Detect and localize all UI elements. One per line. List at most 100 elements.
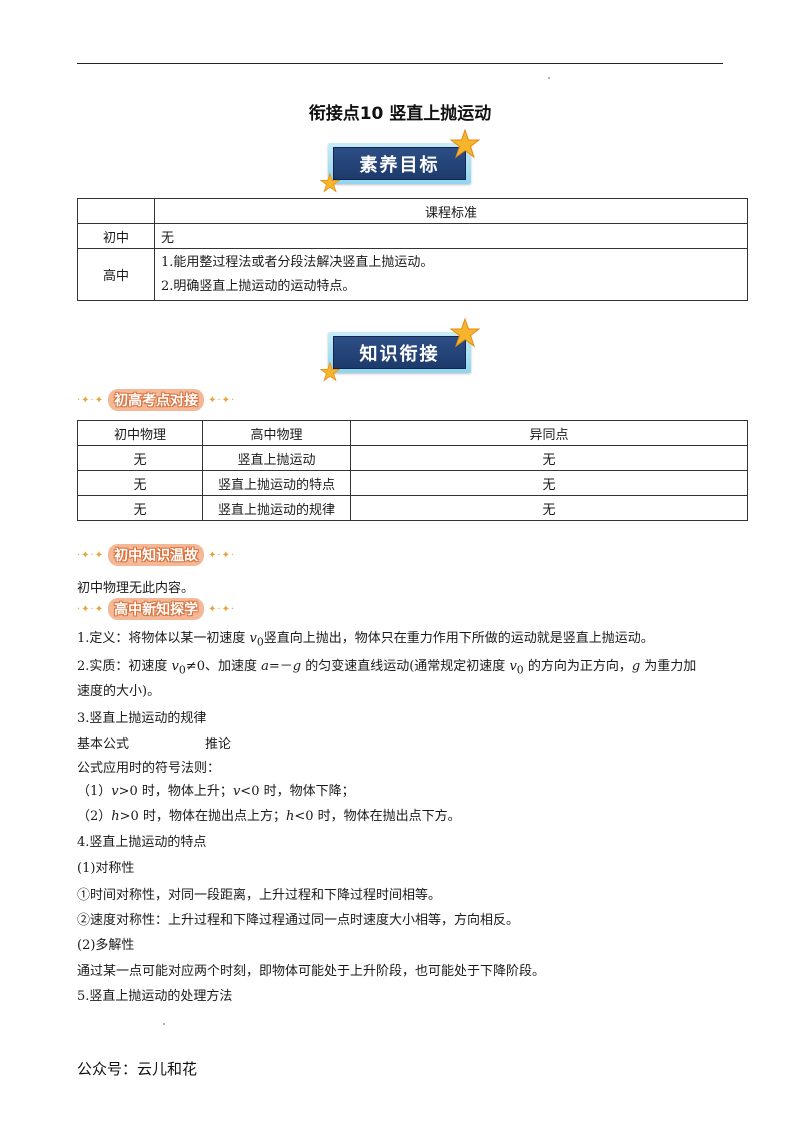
table-row: 高中 1.能用整过程法或者分段法解决竖直上抛运动。 2.明确竖直上抛运动的运动特… xyxy=(77,248,748,301)
rule-2: （2）h>0 时，物体在抛出点上方；h<0 时，物体在抛出点下方。 xyxy=(77,805,461,824)
header-cell: 初中物理 xyxy=(77,420,203,446)
text-run: >0 时，物体在抛出点上方； xyxy=(119,809,286,824)
sparkle-icon: ✦·✦· xyxy=(208,549,236,561)
standard-text: 1.能用整过程法或者分段法解决竖直上抛运动。 xyxy=(161,254,434,270)
goals-banner: 素养目标 xyxy=(320,129,480,193)
header-cell: 异同点 xyxy=(350,420,748,446)
table-cell: 竖直上抛运动的规律 xyxy=(202,495,351,521)
knowledge-banner: 知识衔接 xyxy=(320,318,480,382)
table-cell: 竖直上抛运动的特点 xyxy=(202,470,351,496)
standards-header: 课程标准 xyxy=(154,198,748,224)
multi-solution-text: 通过某一点可能对应两个时刻，即物体可能处于上升阶段，也可能处于下降阶段。 xyxy=(77,964,546,979)
sparkle-icon: ·✦·✦ xyxy=(77,603,105,615)
junior-text: 初中物理无此内容。 xyxy=(77,581,195,596)
section-heading-exam-points: ·✦·✦ 初高考点对接 ✦·✦· xyxy=(77,389,235,411)
text-run: 1.定义：将物体以某一初速度 xyxy=(77,631,250,646)
table-cell: 无 xyxy=(350,445,748,471)
standards-table: 课程标准 初中 无 高中 1.能用整过程法或者分段法解决竖直上抛运动。 2.明确… xyxy=(77,198,748,301)
scan-dot xyxy=(548,77,550,79)
section-label: 高中新知探学 xyxy=(108,598,205,620)
banner-inner: 素养目标 xyxy=(333,147,466,180)
text-run: <0 时，物体在抛出点下方。 xyxy=(294,809,461,824)
sparkle-icon: ✦·✦· xyxy=(208,394,236,406)
method-title: 5.竖直上抛运动的处理方法 xyxy=(77,989,233,1004)
table-row: 初中 无 xyxy=(77,223,748,249)
star-icon xyxy=(450,129,480,159)
star-icon xyxy=(450,318,480,348)
compare-table: 初中物理 高中物理 异同点 无 竖直上抛运动 无 无 竖直上抛运动的特点 无 无… xyxy=(77,420,748,521)
symmetry-speed: ②速度对称性：上升过程和下降过程通过同一点时速度大小相等，方向相反。 xyxy=(77,913,520,928)
math-var: v xyxy=(111,784,119,799)
sparkle-icon: ✦·✦· xyxy=(208,603,236,615)
math-var: h xyxy=(285,809,295,824)
section-label: 初中知识温故 xyxy=(108,544,205,566)
table-cell: 无 xyxy=(77,470,203,496)
math-sub: 0 xyxy=(178,663,186,677)
text-run: 竖直向上抛出，物体只在重力作用下所做的运动就是竖直上抛运动。 xyxy=(263,631,654,646)
multi-solution-heading: (2)多解性 xyxy=(77,938,135,953)
math-var: v xyxy=(171,659,179,674)
banner-inner: 知识衔接 xyxy=(333,336,466,369)
sparkle-icon: ·✦·✦ xyxy=(77,549,105,561)
sparkle-icon: ·✦·✦ xyxy=(77,394,105,406)
table-row: 课程标准 xyxy=(77,198,748,224)
standard-text: 2.明确竖直上抛运动的运动特点。 xyxy=(161,278,356,294)
table-row: 无 竖直上抛运动 无 xyxy=(77,445,748,471)
math-var: v xyxy=(249,631,257,646)
table-row: 无 竖直上抛运动的特点 无 xyxy=(77,470,748,496)
text-run: ≠0、加速度 xyxy=(185,659,262,674)
scan-dot xyxy=(163,1023,165,1025)
text-run: >0 时，物体上升； xyxy=(118,784,233,799)
basic-formula-label: 基本公式 xyxy=(77,737,130,752)
law-title: 3.竖直上抛运动的规律 xyxy=(77,711,207,726)
math-var: g xyxy=(631,659,641,674)
star-icon xyxy=(320,362,340,382)
text-run: 为重力加 xyxy=(640,659,697,674)
definition-line: 1.定义：将物体以某一初速度 v0竖直向上抛出，物体只在重力作用下所做的运动就是… xyxy=(77,627,654,649)
top-rule xyxy=(77,63,723,64)
table-cell: 竖直上抛运动 xyxy=(202,445,351,471)
text-run: （1） xyxy=(77,784,112,799)
goals-banner-label: 素养目标 xyxy=(359,154,440,176)
text-run: <0 时，物体下降； xyxy=(240,784,355,799)
math-var: v xyxy=(232,784,241,799)
knowledge-banner-label: 知识衔接 xyxy=(359,343,440,365)
text-run: 2.实质：初速度 xyxy=(77,659,172,674)
text-run: 的方向为正方向， xyxy=(523,659,632,674)
table-row: 无 竖直上抛运动的规律 无 xyxy=(77,495,748,521)
nature-line-cont: 速度的大小)。 xyxy=(77,684,161,699)
inference-label: 推论 xyxy=(205,737,232,752)
document-title: 衔接点10 竖直上抛运动 xyxy=(308,104,492,124)
symmetry-time: ①时间对称性，对同一段距离，上升过程和下降过程时间相等。 xyxy=(77,888,442,903)
math-var: a xyxy=(261,659,269,674)
star-icon xyxy=(320,173,340,193)
level-cell: 高中 xyxy=(77,248,155,301)
math-var: h xyxy=(111,809,120,824)
nature-line: 2.实质：初速度 v0≠0、加速度 a=－g 的匀变速直线运动(通常规定初速度 … xyxy=(77,655,696,677)
sign-rule: 公式应用时的符号法则： xyxy=(77,761,221,776)
table-cell: 无 xyxy=(77,495,203,521)
footer-text: 公众号：云儿和花 xyxy=(77,1060,198,1078)
math-var: g xyxy=(292,659,302,674)
section-heading-senior-explore: ·✦·✦ 高中新知探学 ✦·✦· xyxy=(77,598,235,620)
text-run: 的匀变速直线运动(通常规定初速度 xyxy=(301,659,510,674)
text-run: =－ xyxy=(268,659,293,674)
text-run: （2） xyxy=(77,809,112,824)
section-heading-junior-review: ·✦·✦ 初中知识温故 ✦·✦· xyxy=(77,544,235,566)
rule-1: （1）v>0 时，物体上升；v<0 时，物体下降； xyxy=(77,780,355,799)
feature-title: 4.竖直上抛运动的特点 xyxy=(77,835,207,850)
table-cell: 1.能用整过程法或者分段法解决竖直上抛运动。 2.明确竖直上抛运动的运动特点。 xyxy=(154,248,748,301)
section-label: 初高考点对接 xyxy=(108,389,205,411)
math-sub: 0 xyxy=(516,663,524,677)
level-cell: 初中 xyxy=(77,223,155,249)
standard-text: 无 xyxy=(154,223,748,249)
table-cell: 无 xyxy=(350,495,748,521)
table-cell: 无 xyxy=(350,470,748,496)
table-row: 初中物理 高中物理 异同点 xyxy=(77,420,748,446)
math-var: v xyxy=(509,659,517,674)
table-cell xyxy=(77,198,155,224)
header-cell: 高中物理 xyxy=(202,420,351,446)
table-cell: 无 xyxy=(77,445,203,471)
symmetry-heading: (1)对称性 xyxy=(77,861,135,876)
math-sub: 0 xyxy=(256,635,264,649)
